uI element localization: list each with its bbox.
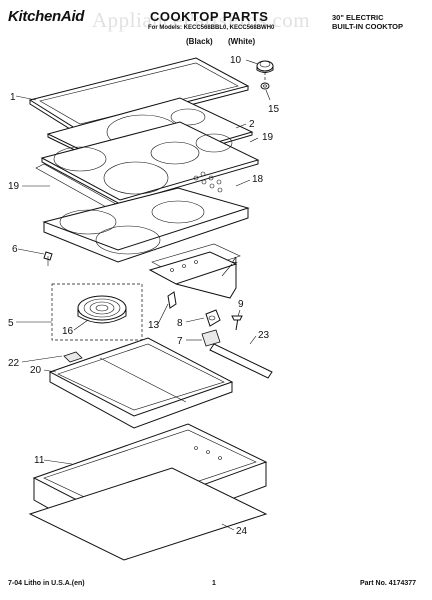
callout-19-upper: 19 — [262, 132, 274, 143]
model-desc-line2: BUILT-IN COOKTOP — [332, 22, 403, 31]
callout-9: 9 — [238, 299, 244, 310]
part-1-frame — [28, 57, 250, 135]
part-13-bracket — [167, 291, 177, 309]
part-24-insulation — [28, 467, 268, 561]
part-number: Part No. 4174377 — [360, 580, 417, 587]
model-list: For Models: KECC568BBL0, KECC568BWH0 — [148, 25, 275, 31]
callout-4: 4 — [232, 256, 238, 267]
watermark: AppliancePartsPros.com — [92, 8, 311, 32]
callout-2: 2 — [249, 119, 255, 130]
color-black-label: (Black) — [186, 37, 213, 46]
part-6-clip — [43, 251, 53, 266]
callout-labels: 1 2 4 5 6 7 8 9 10 11 13 15 16 18 19 19 … — [8, 55, 280, 537]
brand-logo: KitchenAid — [8, 8, 85, 25]
callout-15: 15 — [268, 104, 280, 115]
callout-19-lower: 19 — [8, 181, 20, 192]
header: KitchenAid AppliancePartsPros.com COOKTO… — [0, 0, 432, 50]
callout-13: 13 — [148, 320, 160, 331]
model-desc-line1: 30" ELECTRIC — [332, 13, 384, 22]
callout-20: 20 — [30, 365, 42, 376]
callout-16: 16 — [62, 326, 74, 337]
part-20-tray — [48, 337, 234, 429]
part-22-block — [63, 351, 83, 363]
litho-note: 7-04 Litho in U.S.A.(en) — [8, 580, 85, 587]
callout-7: 7 — [177, 336, 183, 347]
callout-22: 22 — [8, 358, 20, 369]
page-title: COOKTOP PARTS — [150, 9, 269, 24]
callout-1: 1 — [10, 92, 16, 103]
part-15-grommet — [260, 82, 270, 90]
part-4-terminal-rail — [148, 251, 238, 299]
callout-5: 5 — [8, 318, 14, 329]
callout-18: 18 — [252, 174, 264, 185]
callout-6: 6 — [12, 244, 18, 255]
callout-8: 8 — [177, 318, 183, 329]
part-19-glass-assembly — [35, 121, 260, 209]
part-18-control-area — [193, 171, 223, 193]
part-7-relay — [201, 329, 221, 347]
callout-11: 11 — [34, 455, 45, 466]
part-9-screw — [231, 315, 243, 331]
model-description: 30" ELECTRIC BUILT-IN COOKTOP — [332, 13, 403, 31]
callout-23: 23 — [258, 330, 270, 341]
part-23-strip — [209, 343, 273, 379]
color-white-label: (White) — [228, 37, 256, 46]
callout-10: 10 — [230, 55, 242, 66]
part-10-knob — [256, 60, 274, 73]
leader-lines — [15, 59, 271, 531]
part-8-switch — [205, 309, 221, 327]
callout-24: 24 — [236, 526, 248, 537]
page-number: 1 — [212, 580, 216, 587]
